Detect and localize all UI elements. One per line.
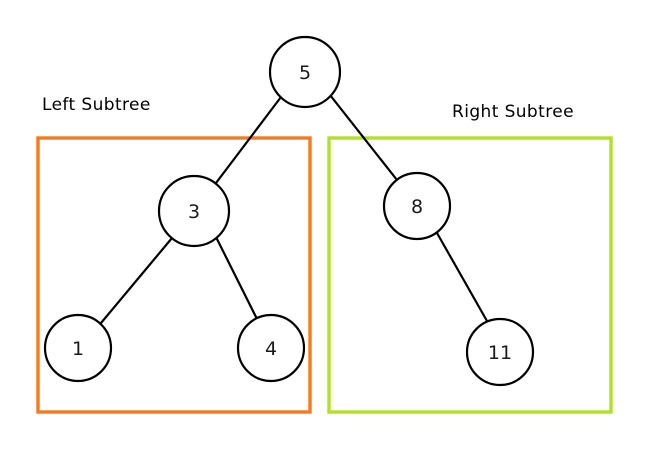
- edge-3-1: [99, 236, 174, 325]
- right-subtree-label: Right Subtree: [452, 102, 574, 122]
- tree-nodes: 5 3 8 1 4 11: [43, 35, 535, 387]
- node-value-label: 4: [265, 338, 277, 360]
- edge-3-4: [215, 237, 258, 319]
- node-circle: [157, 174, 231, 248]
- node-circle: [382, 171, 452, 241]
- tree-node-11[interactable]: 11: [465, 317, 535, 387]
- node-value-label: 11: [488, 342, 512, 364]
- tree-node-5[interactable]: 5: [268, 35, 342, 109]
- node-value-label: 5: [299, 62, 311, 84]
- region-labels: Left Subtree Right Subtree: [42, 95, 574, 122]
- tree-node-1[interactable]: 1: [43, 313, 113, 383]
- node-value-label: 1: [72, 338, 84, 360]
- left-subtree-box: [36, 136, 312, 414]
- node-circle: [236, 313, 306, 383]
- tree-node-3[interactable]: 3: [157, 174, 231, 248]
- node-value-label: 8: [411, 196, 423, 218]
- edge-5-3: [214, 95, 283, 185]
- tree-node-8[interactable]: 8: [382, 171, 452, 241]
- node-circle: [268, 35, 342, 109]
- region-boxes: [36, 136, 613, 414]
- edge-8-11: [435, 231, 489, 323]
- left-subtree-label: Left Subtree: [42, 95, 151, 115]
- node-circle: [43, 313, 113, 383]
- tree-edges: [99, 93, 489, 325]
- node-circle: [465, 317, 535, 387]
- right-subtree-box: [327, 136, 613, 414]
- node-value-label: 3: [188, 201, 200, 223]
- tree-node-4[interactable]: 4: [236, 313, 306, 383]
- edge-5-8: [328, 93, 399, 182]
